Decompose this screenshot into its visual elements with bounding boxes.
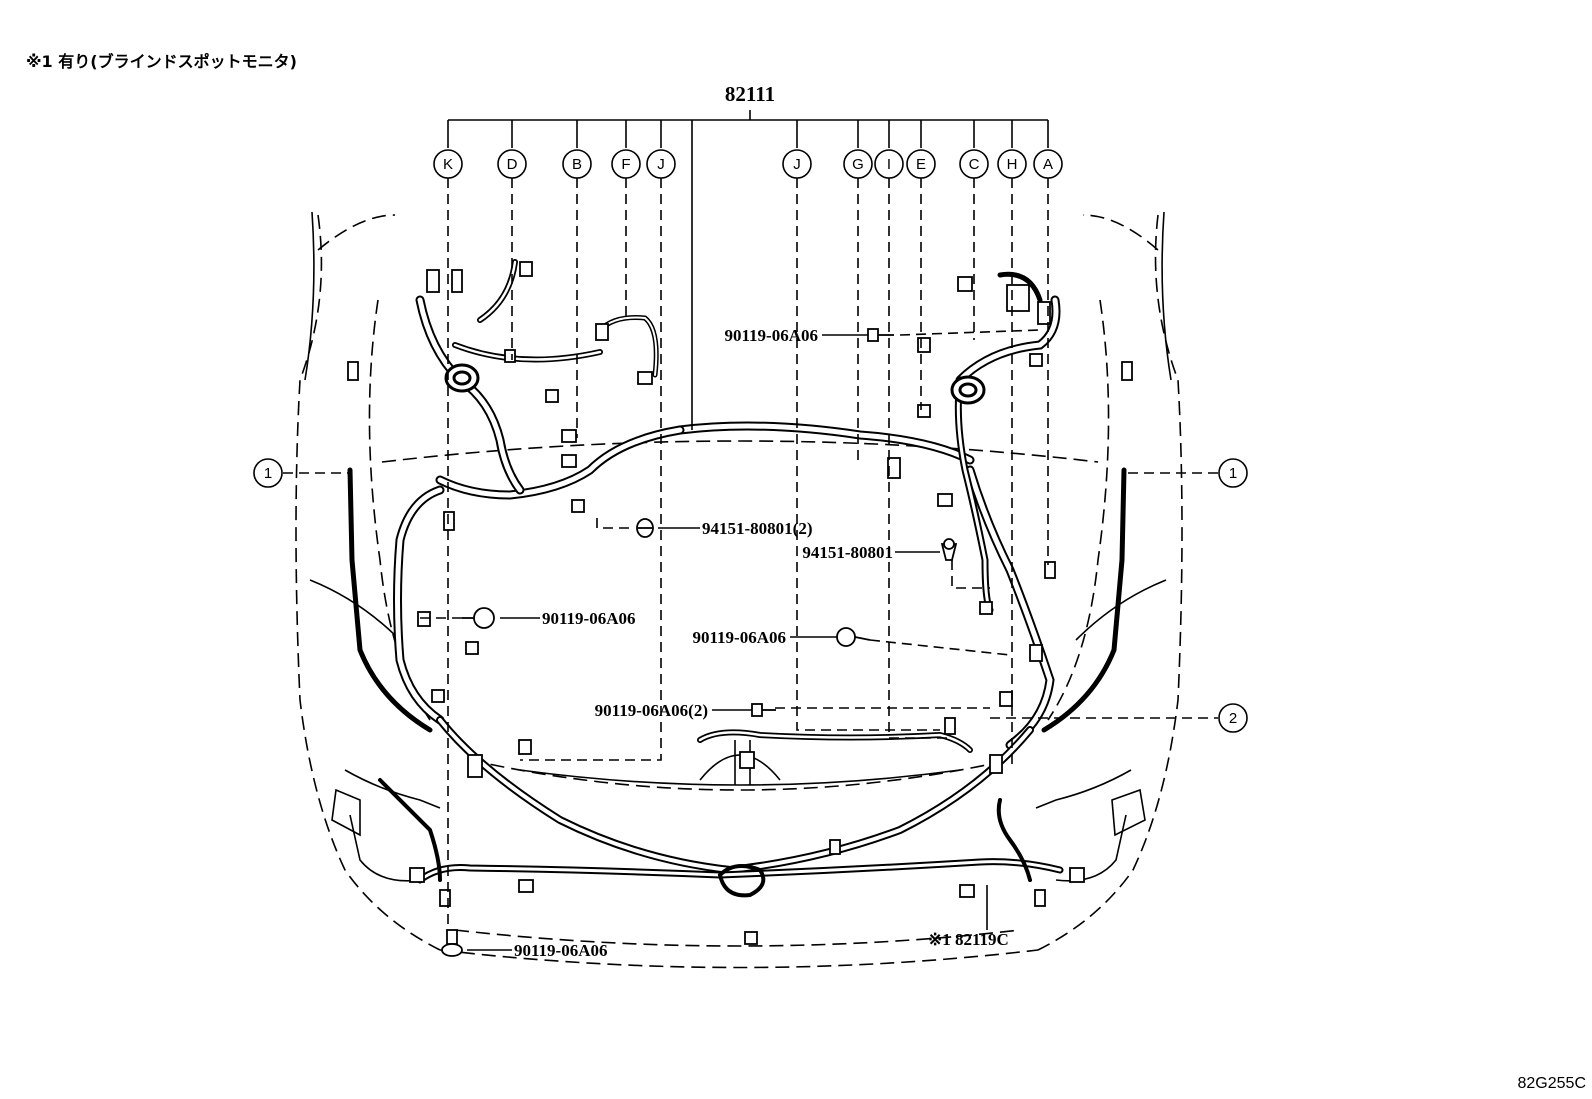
- note-text: ※1 有り(ブラインドスポットモニタ): [26, 52, 297, 71]
- svg-text:C: C: [969, 156, 980, 173]
- leader-lines: [447, 110, 1049, 430]
- callout-i: I: [874, 149, 904, 179]
- solid-leaders: [467, 334, 988, 951]
- letter-callouts: K D B F J J G I E C H A: [433, 149, 1063, 179]
- number-callouts: 1 1 2: [253, 458, 1248, 733]
- callout-j-right: J: [782, 149, 812, 179]
- fastener-label-clip-2: 94151-80801(2): [702, 519, 812, 538]
- connectors: [347, 261, 1133, 945]
- fastener-label-left: 90119-06A06: [542, 609, 636, 628]
- clip-icon: [636, 518, 654, 538]
- bolt-icon: [867, 328, 894, 342]
- svg-text:F: F: [621, 156, 630, 173]
- svg-text:A: A: [1043, 156, 1053, 173]
- bolt-icon: [751, 703, 776, 717]
- drawing-code: 82G255C: [1517, 1075, 1587, 1092]
- svg-text:B: B: [572, 156, 582, 173]
- svg-text:E: E: [916, 156, 926, 173]
- svg-text:1: 1: [1229, 465, 1237, 482]
- clip-icon: [940, 538, 958, 561]
- callout-b: B: [562, 149, 592, 179]
- callout-d: D: [497, 149, 527, 179]
- bolt-icon: [441, 929, 463, 957]
- callout-c: C: [959, 149, 989, 179]
- svg-text:H: H: [1007, 156, 1018, 173]
- callout-2: 2: [1218, 703, 1248, 733]
- fastener-label-clip: 94151-80801: [802, 543, 893, 562]
- fastener-label-bolt-2: 90119-06A06(2): [595, 701, 708, 720]
- dashed-leaders: [283, 178, 1218, 930]
- fastener-icons: [441, 328, 958, 957]
- bolt-icon: [836, 627, 871, 647]
- svg-text:J: J: [657, 156, 665, 173]
- fastener-label-top: 90119-06A06: [725, 326, 819, 345]
- sub-part-label: ※1 82119C: [928, 930, 1009, 949]
- callout-h: H: [997, 149, 1027, 179]
- svg-text:2: 2: [1229, 710, 1237, 727]
- callout-a: A: [1033, 149, 1063, 179]
- svg-text:K: K: [443, 156, 453, 173]
- vehicle-body-outline: [295, 214, 1183, 969]
- main-part-label: 82111: [725, 82, 775, 106]
- callout-j-left: J: [646, 149, 676, 179]
- callout-1-right: 1: [1218, 458, 1248, 488]
- wire-harness: [347, 259, 1127, 898]
- svg-text:G: G: [852, 156, 864, 173]
- callout-f: F: [611, 149, 641, 179]
- callout-e: E: [906, 149, 936, 179]
- svg-text:I: I: [887, 156, 891, 173]
- fastener-label-center: 90119-06A06: [693, 628, 787, 647]
- bolt-icon: [462, 607, 495, 629]
- svg-text:D: D: [507, 156, 518, 173]
- fastener-label-bottom: 90119-06A06: [514, 941, 608, 960]
- callout-1-left: 1: [253, 458, 283, 488]
- svg-text:J: J: [793, 156, 801, 173]
- grommets: [444, 363, 986, 405]
- callout-k: K: [433, 149, 463, 179]
- svg-text:1: 1: [264, 465, 272, 482]
- callout-g: G: [843, 149, 873, 179]
